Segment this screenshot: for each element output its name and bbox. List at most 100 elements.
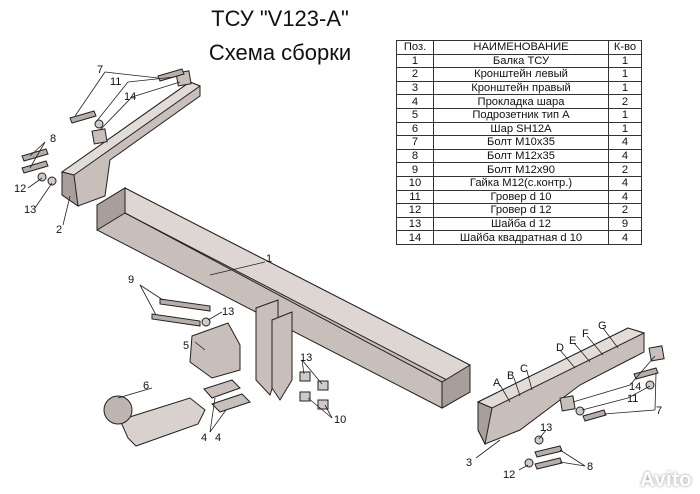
callout-10: 10: [334, 414, 346, 426]
callout-4: 4: [201, 432, 207, 444]
callout-13: 13: [540, 422, 552, 434]
cell-name: Болт М10х35: [433, 135, 609, 150]
bolt: [534, 445, 563, 458]
cell-position: 10: [396, 175, 434, 191]
tow-ball: [103, 395, 133, 425]
cell-position: 13: [396, 216, 434, 232]
cell-quantity: 4: [608, 230, 642, 245]
callout-14: 14: [629, 381, 641, 393]
cell-name: Болт М12х35: [433, 148, 609, 164]
drawing-title: ТСУ "V123-A": [211, 6, 349, 31]
cell-name: Прокладка шара: [433, 94, 609, 109]
label-B: B: [507, 370, 514, 382]
cell-quantity: 2: [608, 203, 642, 218]
bolt: [633, 367, 659, 380]
bolt: [534, 457, 563, 470]
cell-quantity: 9: [608, 216, 642, 232]
callout-2: 2: [56, 224, 62, 236]
cell-quantity: 2: [608, 162, 642, 177]
callout-11: 11: [627, 393, 638, 405]
cell-name: Гайка М12(с.контр.): [433, 175, 609, 191]
callout-14: 14: [124, 91, 136, 103]
cell-quantity: 1: [608, 80, 642, 96]
bolt: [21, 148, 49, 162]
bolt: [582, 409, 607, 422]
spring-washer: [575, 406, 585, 416]
callout-9: 9: [128, 274, 134, 286]
cell-quantity: 4: [608, 189, 642, 205]
nut: [299, 371, 311, 382]
cell-position: 8: [396, 148, 434, 164]
cell-position: 5: [396, 107, 434, 123]
cell-quantity: 1: [608, 67, 642, 82]
ball-spacer: [203, 379, 241, 399]
bracket-left: [60, 81, 202, 208]
drawing-subtitle: Схема сборки: [208, 40, 352, 65]
spring-washer: [524, 458, 534, 468]
callout-7: 7: [656, 405, 662, 417]
callout-13: 13: [222, 306, 234, 318]
bolt: [69, 110, 97, 124]
callout-8: 8: [50, 133, 56, 145]
leader-lines: [27, 71, 657, 471]
cell-name: Подрозетник тип А: [433, 107, 609, 123]
cell-name: Балка ТСУ: [433, 53, 609, 69]
flat-washer: [534, 435, 544, 445]
cell-position: 14: [396, 230, 434, 245]
label-A: A: [493, 377, 501, 389]
nut: [317, 380, 329, 391]
callout-6: 6: [143, 380, 149, 392]
cell-quantity: 4: [608, 175, 642, 191]
bracket-right: [476, 327, 646, 446]
callout-13: 13: [300, 352, 312, 364]
cell-position: 1: [396, 53, 434, 69]
cell-quantity: 1: [608, 121, 642, 137]
ball-neck: [119, 397, 206, 447]
cell-name: Кронштейн левый: [433, 67, 609, 82]
header-name: НАИМЕНОВАНИЕ: [433, 40, 609, 55]
cell-position: 9: [396, 162, 434, 177]
square-washer: [91, 128, 108, 145]
bolt: [21, 160, 49, 174]
label-F: F: [582, 328, 589, 340]
cell-quantity: 2: [608, 94, 642, 109]
square-washer: [559, 395, 576, 412]
cell-position: 3: [396, 80, 434, 96]
cell-quantity: 4: [608, 135, 642, 150]
callout-11: 11: [110, 76, 121, 88]
bolt: [159, 298, 211, 312]
spring-washer: [94, 119, 104, 129]
callout-1: 1: [266, 253, 272, 265]
cell-name: Кронштейн правый: [433, 80, 609, 96]
cell-name: Шайба квадратная d 10: [433, 230, 609, 245]
label-C: C: [520, 363, 528, 375]
callout-4: 4: [215, 432, 221, 444]
callout-5: 5: [183, 340, 189, 352]
cell-name: Гровер d 10: [433, 189, 609, 205]
cell-name: Болт М12х90: [433, 162, 609, 177]
nut: [299, 391, 311, 402]
ball-spacer: [211, 393, 251, 413]
callout-12: 12: [503, 469, 515, 481]
tow-beam: [96, 187, 471, 409]
callout-3: 3: [466, 457, 472, 469]
header-quantity: К-во: [608, 40, 642, 55]
label-G: G: [598, 320, 607, 332]
cell-position: 7: [396, 135, 434, 150]
callout-8: 8: [587, 461, 593, 473]
bolt: [151, 313, 201, 327]
